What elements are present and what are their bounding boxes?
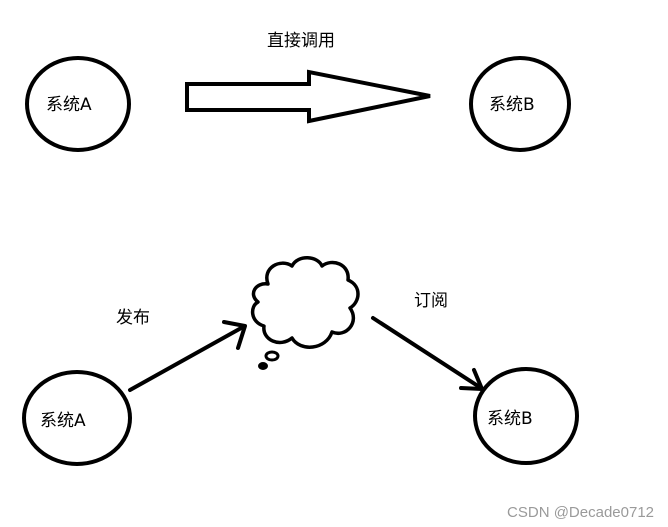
bottom-system-b-label: 系统B <box>487 409 533 429</box>
direct-call-block-arrow <box>185 69 431 124</box>
top-system-a-label: 系统A <box>46 95 92 115</box>
message-cloud-icon <box>250 256 360 370</box>
publish-label: 发布 <box>116 308 150 328</box>
bottom-system-a-label: 系统A <box>40 411 86 431</box>
bottom-system-a-node: 系统A <box>22 370 132 466</box>
bottom-system-b-node: 系统B <box>473 367 579 465</box>
publish-arrow <box>128 320 247 392</box>
top-system-a-node: 系统A <box>25 56 131 152</box>
subscribe-arrow <box>371 316 484 391</box>
csdn-watermark: CSDN @Decade0712 <box>507 504 654 521</box>
direct-call-label: 直接调用 <box>267 31 335 51</box>
top-system-b-node: 系统B <box>469 56 571 152</box>
top-system-b-label: 系统B <box>489 95 535 115</box>
subscribe-label: 订阅 <box>414 291 448 311</box>
